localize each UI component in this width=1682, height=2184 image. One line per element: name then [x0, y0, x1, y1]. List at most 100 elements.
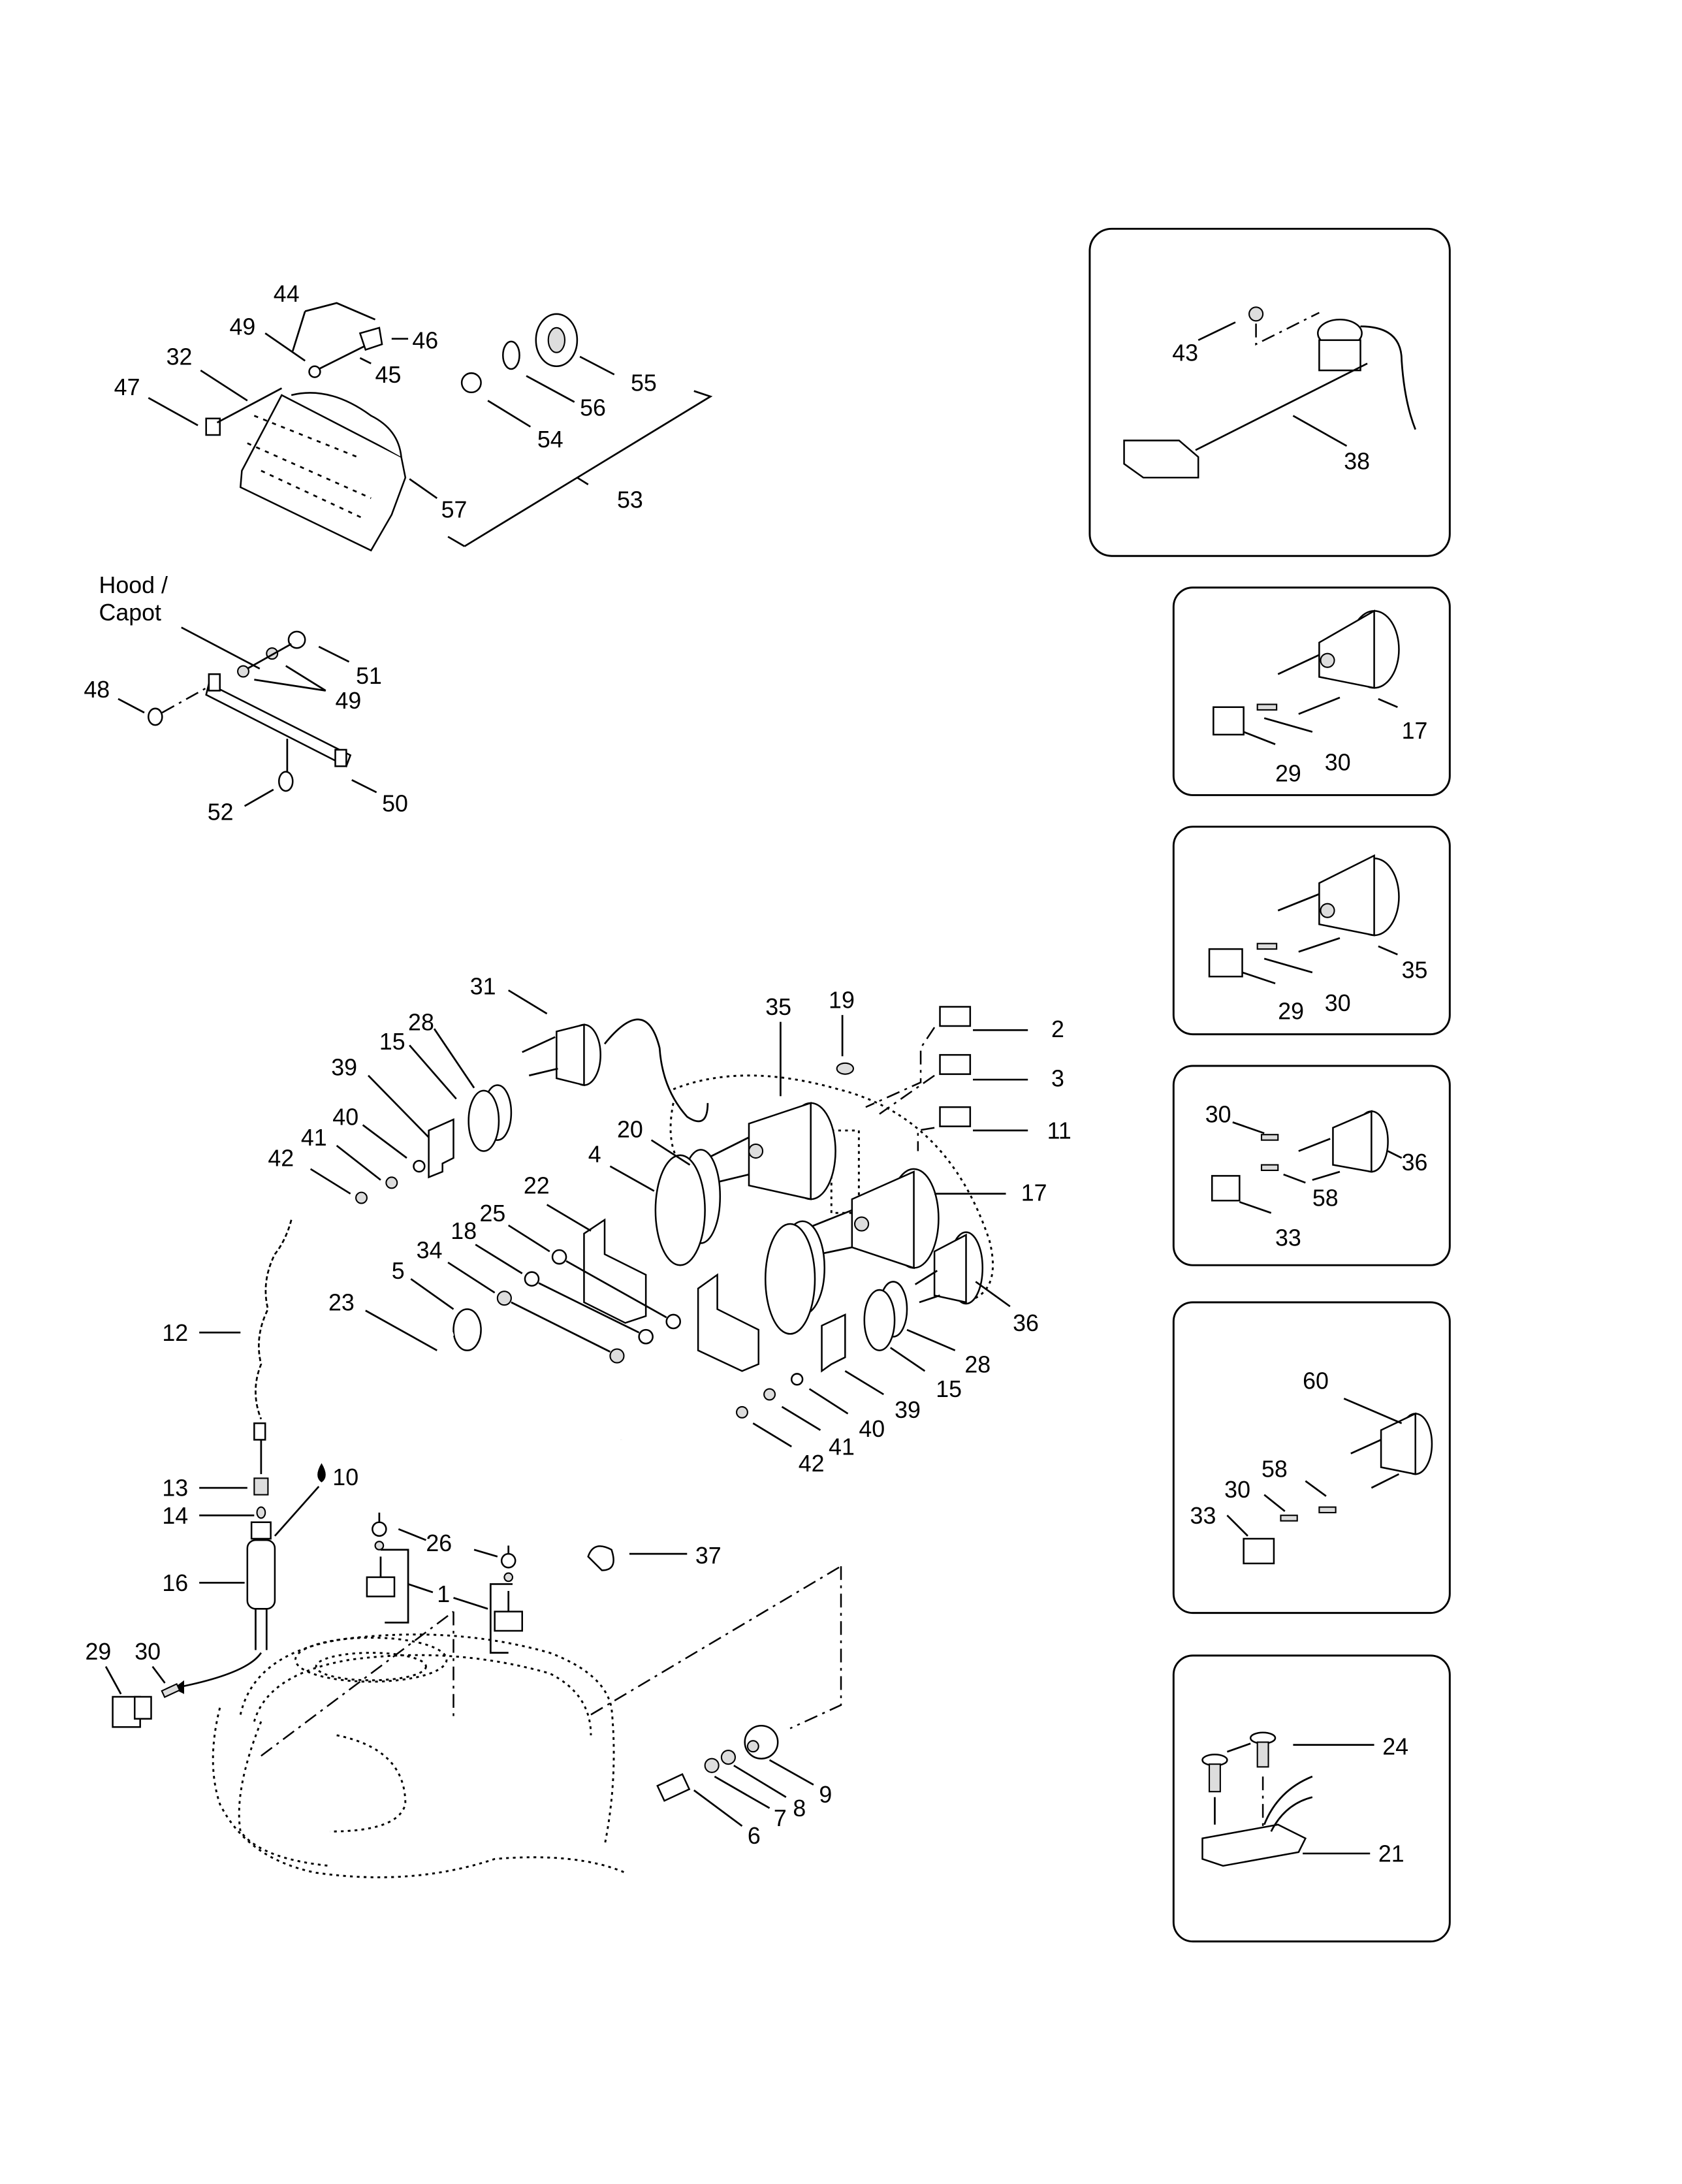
coiled-cord-12 — [255, 1219, 293, 1420]
inset-callout-58: 58 — [1312, 1185, 1339, 1212]
callout-7: 7 — [774, 1805, 787, 1831]
washer-7 — [704, 1758, 720, 1773]
callout-56: 56 — [580, 395, 606, 421]
callout-34: 34 — [417, 1238, 443, 1264]
inset-callout-30: 30 — [1325, 750, 1351, 776]
plug-52 — [278, 771, 294, 792]
pivot-46 — [358, 327, 383, 351]
cable-23 — [396, 1333, 622, 1475]
nut-26b — [500, 1552, 516, 1569]
gauge-17-inset: 17 29 30 — [1172, 586, 1451, 796]
connector-33 — [1243, 1537, 1275, 1565]
inset-callout-33b: 33 — [1190, 1503, 1216, 1529]
inset-callout-17: 17 — [1402, 718, 1428, 744]
callout-41: 41 — [301, 1125, 327, 1151]
bracket-50 — [205, 682, 352, 767]
bracket-44 — [304, 302, 376, 321]
hood-label-line2: Capot — [99, 600, 162, 626]
callout-48: 48 — [84, 677, 110, 703]
callout-25: 25 — [479, 1200, 505, 1227]
callout-20: 20 — [617, 1116, 643, 1142]
switch-3 — [939, 1053, 972, 1075]
cap-13 — [253, 1477, 269, 1496]
callout-22: 22 — [524, 1173, 550, 1199]
inset-callout-43: 43 — [1172, 340, 1198, 366]
connector-29 — [1208, 948, 1243, 978]
inset-callout-29: 29 — [1275, 760, 1301, 786]
callout-35: 35 — [765, 994, 791, 1020]
callout-50: 50 — [382, 791, 408, 817]
gasket-15b — [863, 1289, 896, 1351]
callout-31: 31 — [470, 974, 496, 1000]
callout-10: 10 — [332, 1464, 358, 1490]
bulb-54 — [460, 372, 482, 394]
connector-29 — [1213, 706, 1245, 736]
nut-8 — [720, 1750, 737, 1765]
sealant-drop-10 — [317, 1463, 326, 1483]
callout-51: 51 — [356, 663, 382, 689]
callout-19: 19 — [829, 988, 855, 1014]
callout-16: 16 — [162, 1570, 188, 1596]
toggle-switch-1b — [494, 1611, 524, 1632]
instrument-cluster — [355, 1006, 994, 1476]
gauge-36-inset: 30 36 58 33 — [1172, 1065, 1451, 1266]
callout-28: 28 — [408, 1009, 434, 1035]
callout-57: 57 — [441, 496, 468, 522]
spring-45 — [318, 343, 369, 370]
inset-callout-30d: 30 — [1224, 1477, 1250, 1503]
callout-49b: 49 — [336, 688, 362, 714]
callout-11: 11 — [1047, 1118, 1071, 1144]
nut-26 — [372, 1521, 387, 1537]
callout-30: 30 — [135, 1639, 161, 1665]
callout-42b: 42 — [799, 1451, 825, 1477]
nut-51 — [287, 630, 306, 649]
washer-25 — [551, 1249, 567, 1265]
callout-8: 8 — [793, 1795, 806, 1822]
bulb-19 — [836, 1062, 854, 1075]
lower-assembly — [112, 1219, 842, 1878]
terminal-58 — [1260, 1164, 1279, 1172]
ring-17 — [764, 1223, 816, 1335]
inset-callout-24: 24 — [1382, 1733, 1408, 1759]
nut-43 — [1248, 306, 1264, 322]
gauge-35-inset: 35 29 30 — [1172, 826, 1451, 1036]
connector-33 — [1211, 1175, 1241, 1202]
callout-39b: 39 — [895, 1397, 921, 1423]
callout-55: 55 — [631, 370, 657, 396]
callout-44: 44 — [274, 281, 300, 307]
headlight-assembly — [205, 313, 579, 552]
switch-2 — [939, 1006, 972, 1027]
callout-9: 9 — [819, 1782, 832, 1808]
callout-46: 46 — [412, 327, 438, 353]
callout-54: 54 — [537, 426, 563, 453]
callout-36: 36 — [1013, 1310, 1039, 1336]
terminal-30 — [1256, 703, 1278, 711]
sender-wire — [1360, 325, 1416, 430]
callout-28b: 28 — [964, 1351, 991, 1377]
adjuster-nut-47 — [205, 417, 221, 436]
callout-26: 26 — [426, 1530, 452, 1556]
callout-29: 29 — [85, 1639, 111, 1665]
key-6 — [656, 1773, 691, 1802]
speedo-drive-5 — [452, 1308, 482, 1351]
tether-switch-16 — [246, 1539, 276, 1610]
bracket-39b — [821, 1313, 846, 1373]
washer-49 — [237, 665, 249, 678]
callout-3: 3 — [1051, 1066, 1064, 1092]
callout-6: 6 — [748, 1823, 761, 1849]
inset-callout-60: 60 — [1303, 1368, 1329, 1394]
lockwasher-41 — [385, 1176, 398, 1189]
inset-callout-33: 33 — [1275, 1225, 1301, 1251]
retainer-56 — [502, 340, 520, 370]
washer-40b — [790, 1373, 804, 1386]
callout-13: 13 — [162, 1475, 188, 1502]
screw-48 — [148, 707, 163, 726]
hood-bracket-assembly — [148, 630, 352, 792]
callout-14: 14 — [162, 1503, 188, 1529]
inset-callout-58b: 58 — [1262, 1456, 1288, 1482]
inset-callout-30c: 30 — [1205, 1101, 1231, 1127]
pin-14 — [256, 1506, 266, 1519]
callout-17: 17 — [1021, 1180, 1047, 1206]
callout-40b: 40 — [859, 1416, 885, 1442]
